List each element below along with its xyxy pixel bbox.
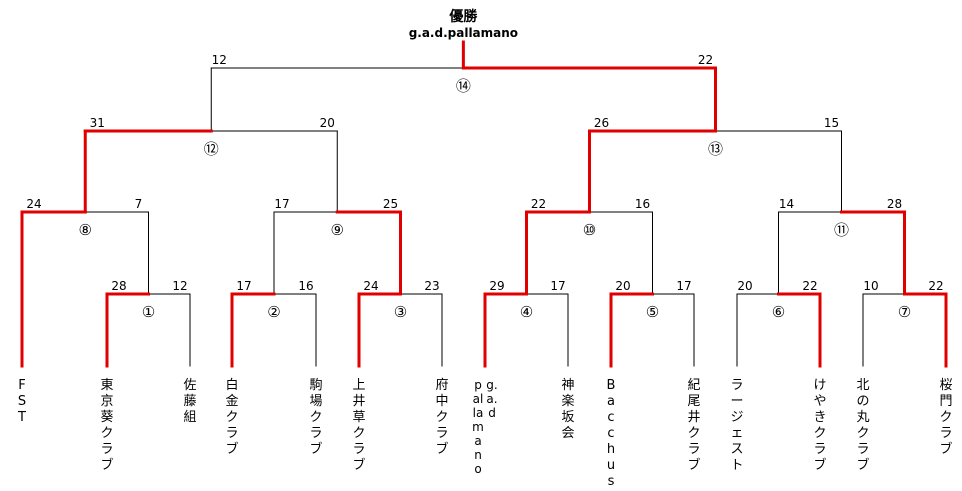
match-label: ⑭ bbox=[456, 77, 471, 95]
score-label: 24 bbox=[363, 279, 378, 293]
score-label: 20 bbox=[737, 279, 752, 293]
score-label: 28 bbox=[887, 197, 902, 211]
score-label: 24 bbox=[26, 197, 41, 211]
match-label: ③ bbox=[394, 303, 407, 321]
score-label: 16 bbox=[635, 197, 650, 211]
score-label: 20 bbox=[320, 116, 335, 130]
match-label: ⑬ bbox=[708, 140, 723, 158]
score-label: 17 bbox=[550, 279, 565, 293]
team-name: 神楽坂会 bbox=[561, 378, 575, 441]
match-label: ⑥ bbox=[772, 303, 785, 321]
match-label: ⑦ bbox=[898, 303, 911, 321]
match-label: ⑫ bbox=[204, 140, 219, 158]
team-name: 白金クラブ bbox=[225, 378, 239, 457]
team-name: 北の丸クラブ bbox=[856, 378, 870, 473]
champion-name: g.a.d.pallamano bbox=[408, 26, 519, 40]
score-label: 17 bbox=[274, 197, 289, 211]
score-label: 20 bbox=[615, 279, 630, 293]
team-name-line: pallamano bbox=[472, 378, 484, 476]
score-label: 25 bbox=[383, 197, 398, 211]
score-label: 31 bbox=[90, 116, 105, 130]
team-name: 紀尾井クラブ bbox=[687, 378, 701, 473]
match-label: ⑨ bbox=[331, 221, 344, 239]
score-label: 17 bbox=[236, 279, 251, 293]
score-label: 22 bbox=[531, 197, 546, 211]
score-label: 12 bbox=[212, 53, 227, 67]
match-label: ④ bbox=[520, 303, 533, 321]
team-name: 府中クラブ bbox=[435, 378, 449, 457]
team-name: Bacchus bbox=[606, 378, 616, 489]
team-name-line: g.a.d bbox=[486, 378, 498, 420]
score-label: 29 bbox=[489, 279, 504, 293]
score-label: 22 bbox=[698, 53, 713, 67]
team-name: 東京葵クラブ bbox=[100, 378, 114, 473]
team-name: けやきクラブ bbox=[813, 378, 827, 473]
score-label: 7 bbox=[135, 197, 143, 211]
score-label: 28 bbox=[111, 279, 126, 293]
match-label: ⑧ bbox=[79, 221, 92, 239]
score-label: 14 bbox=[779, 197, 794, 211]
champion-title: 優勝 bbox=[449, 9, 478, 25]
match-label: ② bbox=[267, 303, 280, 321]
score-label: 22 bbox=[928, 279, 943, 293]
team-name: FST bbox=[17, 378, 27, 425]
score-label: 12 bbox=[172, 279, 187, 293]
team-name: 上井草クラブ bbox=[352, 378, 366, 473]
match-label: ⑩ bbox=[583, 221, 596, 239]
match-label: ⑤ bbox=[646, 303, 659, 321]
team-name: 駒場クラブ bbox=[309, 378, 323, 457]
score-label: 15 bbox=[824, 116, 839, 130]
team-name: 桜門クラブ bbox=[939, 378, 953, 457]
score-label: 23 bbox=[424, 279, 439, 293]
score-label: 16 bbox=[298, 279, 313, 293]
score-label: 17 bbox=[676, 279, 691, 293]
score-label: 26 bbox=[594, 116, 609, 130]
score-label: 10 bbox=[863, 279, 878, 293]
team-name: 佐藤組 bbox=[183, 378, 197, 425]
score-label: 22 bbox=[802, 279, 817, 293]
match-label: ① bbox=[142, 303, 155, 321]
team-name: ラージェスト bbox=[730, 378, 744, 473]
match-label: ⑪ bbox=[834, 221, 849, 239]
